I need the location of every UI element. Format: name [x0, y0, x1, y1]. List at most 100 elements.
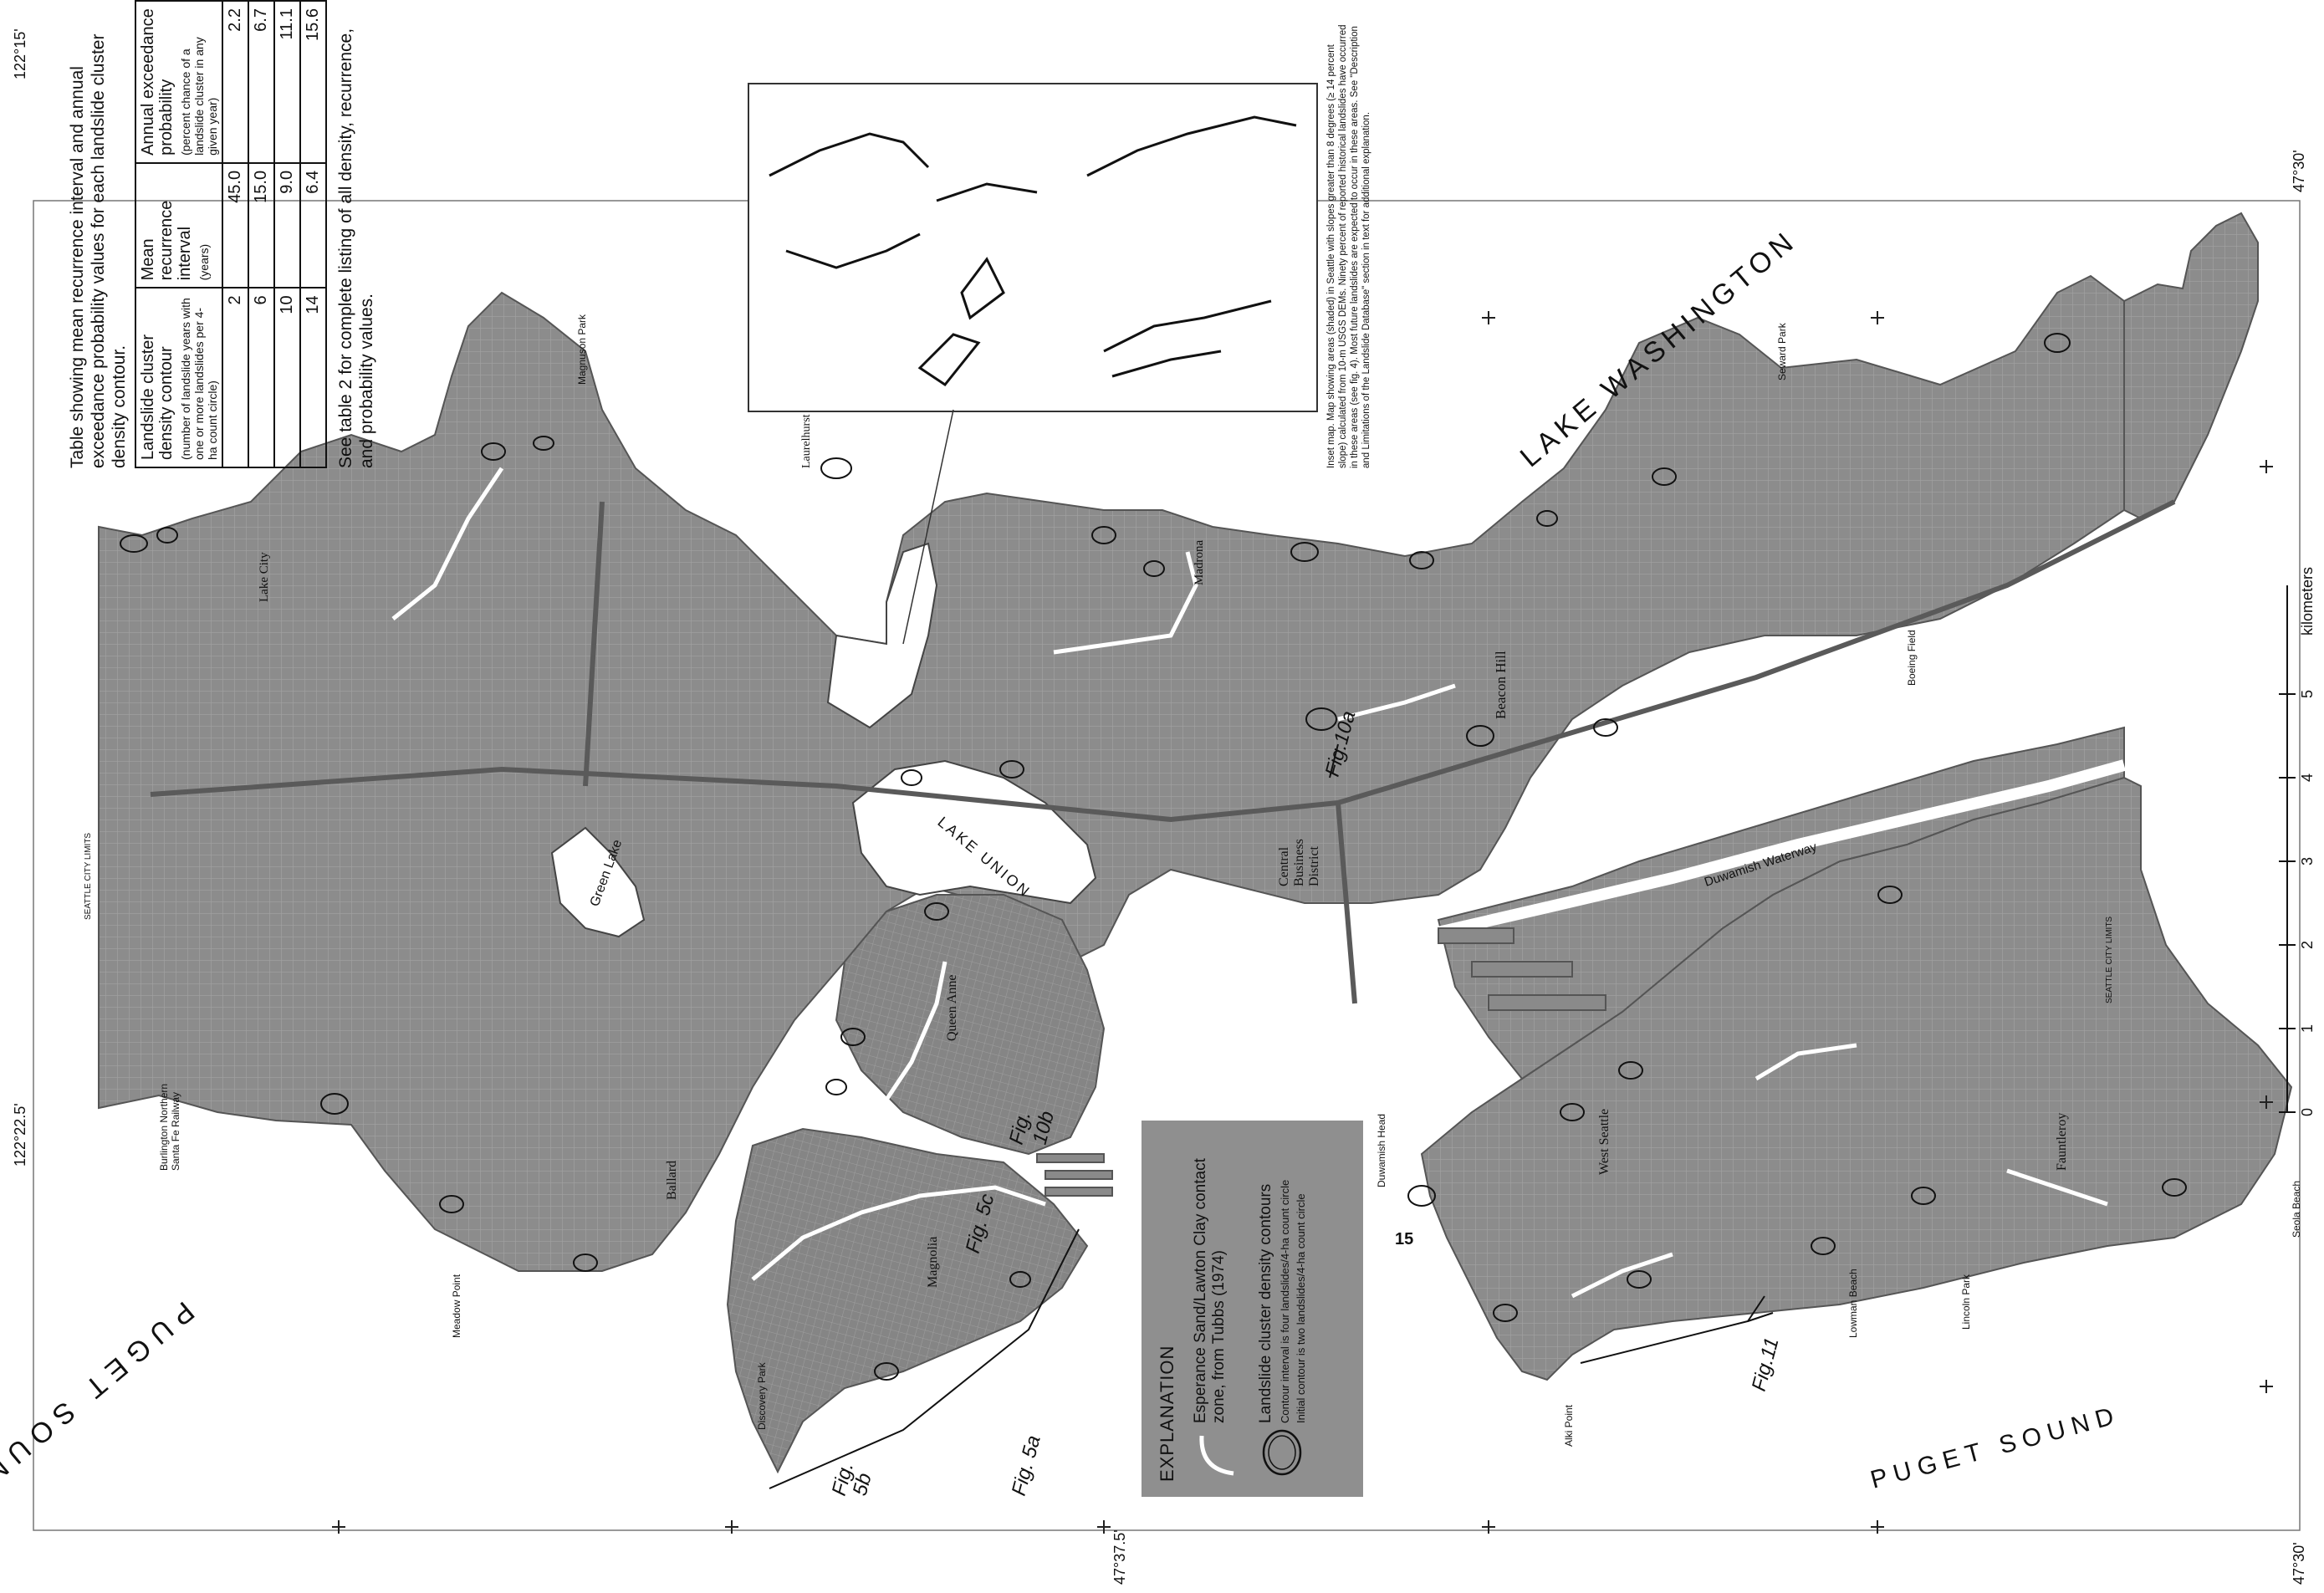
- table-cell: 10: [274, 288, 300, 467]
- cluster-contour-symbol: [1262, 1429, 1302, 1476]
- place-lowman: Lowman Beach: [1847, 1269, 1859, 1338]
- place-fauntleroy: Fauntleroy: [2055, 1113, 2069, 1171]
- explanation-legend: EXPLANATION Esperance Sand/Lawton Clay c…: [1142, 1121, 1363, 1497]
- place-seward: Seward Park: [1776, 322, 1788, 380]
- figure-leaders: [769, 743, 1774, 1489]
- table-caption: Table showing mean recurrence interval a…: [68, 33, 129, 468]
- table-footnote: See table 2 for complete listing of all …: [336, 28, 376, 468]
- place-laurelhurst: Laurelhurst: [800, 414, 813, 468]
- place-duwamish-head: Duwamish Head: [1376, 1114, 1387, 1187]
- green-lake: [550, 826, 646, 938]
- table-cell: 45.0: [222, 162, 248, 288]
- scale-labels: 0 1 2 3 4 5 kilometers: [2299, 567, 2316, 1116]
- legend-contact-zone-text: Esperance Sand/Lawton Clay contact zone,…: [1192, 1158, 1228, 1423]
- northeast-landmass: [2123, 212, 2259, 520]
- header-sub: (years): [197, 243, 211, 281]
- inset-slope-areas: [769, 115, 1297, 387]
- scale-1: 1: [2299, 1024, 2316, 1033]
- scale-2: 2: [2299, 941, 2316, 949]
- scale-bar: [2279, 585, 2296, 1113]
- label-city-limits-right: SEATTLE CITY LIMITS: [2105, 916, 2114, 1003]
- inset-map-frame: [748, 83, 1318, 412]
- header-title: Landslide cluster density contour: [139, 334, 176, 460]
- table-cell: 14: [300, 288, 326, 467]
- label-city-limits-left: SEATTLE CITY LIMITS: [84, 833, 93, 920]
- scale-unit: kilometers: [2299, 567, 2316, 636]
- place-bnsf-1: Burlington Northern: [158, 1084, 170, 1171]
- scale-4: 4: [2299, 774, 2316, 782]
- legend-cluster-note-1: Contour interval is four landslides/4-ha…: [1279, 1179, 1291, 1423]
- table-cell: 2: [222, 288, 248, 467]
- place-discovery: Discovery Park: [756, 1361, 768, 1430]
- place-madrona: Madrona: [1193, 540, 1206, 585]
- coord-top-left: 122°15': [12, 28, 28, 79]
- place-west-seattle: West Seattle: [1597, 1109, 1611, 1175]
- duwamish-waterway: [1437, 759, 2126, 938]
- coord-top-right: 47°30': [2291, 150, 2307, 192]
- contact-zone-lines: [315, 467, 2108, 1299]
- coord-bottom-mid: 47°37.5': [1111, 1529, 1128, 1585]
- inset-leader: [902, 409, 954, 645]
- place-queen-anne: Queen Anne: [945, 974, 959, 1041]
- fig-11: Fig.11: [1748, 1335, 1784, 1394]
- inset-caption: Inset map. Map showing areas (shaded) in…: [1326, 24, 1371, 468]
- header-sub: (percent chance of a landslide cluster i…: [179, 37, 219, 156]
- table-cell: 2.2: [222, 1, 248, 163]
- coord-bottom-right: 47°30': [2291, 1542, 2307, 1585]
- table-header: Annual exceedance probability(percent ch…: [135, 1, 222, 163]
- table-row: 10 9.0 11.1: [274, 1, 300, 467]
- fig-5a: Fig. 5a: [1008, 1433, 1045, 1499]
- place-beacon-hill: Beacon Hill: [1493, 651, 1509, 719]
- table-row: 2 45.0 2.2: [222, 1, 248, 467]
- graticule-ticks: [332, 311, 2273, 1534]
- table-cell: 15.0: [248, 162, 274, 288]
- table-cell: 6.7: [248, 1, 274, 163]
- landslide-clusters: [120, 333, 2187, 1381]
- queen-anne-landmass: [835, 894, 1106, 1156]
- place-lincoln: Lincoln Park: [1960, 1274, 1972, 1330]
- place-cbd-1: Central: [1277, 846, 1291, 886]
- table-cell: 6.4: [300, 162, 326, 288]
- place-lake-city: Lake City: [258, 552, 271, 602]
- place-cbd-3: District: [1307, 845, 1321, 886]
- north-seattle-landmass: [98, 274, 2125, 1272]
- place-magnolia: Magnolia: [926, 1237, 940, 1288]
- header-sub: (number of landslide years with one or m…: [179, 298, 219, 460]
- explanation-title: EXPLANATION: [1157, 1345, 1177, 1482]
- table-row: 14 6.4 15.6: [300, 1, 326, 467]
- place-bnsf-2: Santa Fe Railway: [170, 1092, 181, 1171]
- lake-union: [851, 759, 1097, 905]
- fig-5b-2: 5b: [849, 1471, 876, 1499]
- place-ballard: Ballard: [665, 1161, 679, 1200]
- table-header: Mean recurrence interval(years): [135, 162, 222, 288]
- union-bay: [826, 542, 938, 729]
- table-cell: 11.1: [274, 1, 300, 163]
- contact-zone-symbol: [1199, 1435, 1234, 1476]
- recurrence-table: Landslide cluster density contour(number…: [135, 0, 327, 468]
- legend-cluster-text: Landslide cluster density contours: [1257, 1183, 1274, 1423]
- place-boeing: Boeing Field: [1906, 630, 1918, 686]
- harbor-piers: [1036, 927, 1606, 1197]
- place-meadow: Meadow Point: [451, 1274, 462, 1338]
- place-alki: Alki Point: [1563, 1404, 1575, 1447]
- label-puget-sound-left: PUGET SOUND: [0, 1295, 200, 1513]
- table-cell: 15.6: [300, 1, 326, 163]
- header-title: Annual exceedance probability: [139, 8, 176, 156]
- legend-item-contact-zone: Esperance Sand/Lawton Clay contact zone,…: [1192, 1136, 1242, 1482]
- table-row: 6 15.0 6.7: [248, 1, 274, 467]
- freeways: [150, 499, 2176, 1004]
- recurrence-table-block: Table showing mean recurrence interval a…: [67, 0, 452, 468]
- legend-cluster-note-2: Initial contour is two landslides/4-ha c…: [1295, 1193, 1307, 1423]
- legend-item-cluster: Landslide cluster density contours Conto…: [1257, 1136, 1307, 1482]
- place-seola: Seola Beach: [2291, 1181, 2302, 1238]
- label-puget-sound-right: PUGET SOUND: [1867, 1401, 2123, 1493]
- table-header-row: Landslide cluster density contour(number…: [135, 1, 222, 467]
- scale-3: 3: [2299, 857, 2316, 865]
- table-cell: 6: [248, 288, 274, 467]
- table-cell: 9.0: [274, 162, 300, 288]
- place-cbd-2: Business: [1292, 839, 1306, 886]
- scale-5: 5: [2299, 690, 2316, 698]
- header-title: Mean recurrence interval: [139, 200, 194, 281]
- duwamish-industrial: [1437, 726, 2125, 1080]
